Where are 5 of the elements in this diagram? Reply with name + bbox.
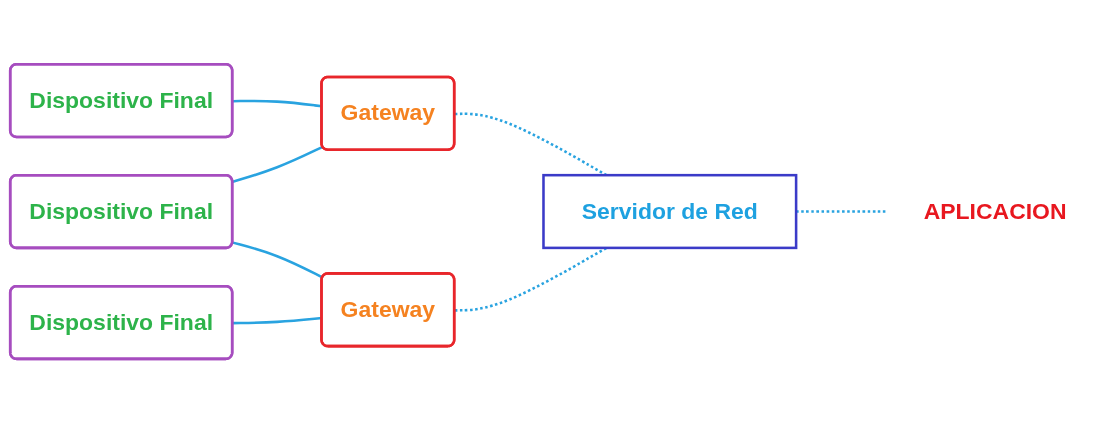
- connector: [232, 241, 324, 279]
- connector: [232, 145, 324, 183]
- node-box: Servidor de Red: [542, 173, 798, 250]
- node-text: APLICACION: [923, 198, 1067, 224]
- connector: [796, 210, 886, 213]
